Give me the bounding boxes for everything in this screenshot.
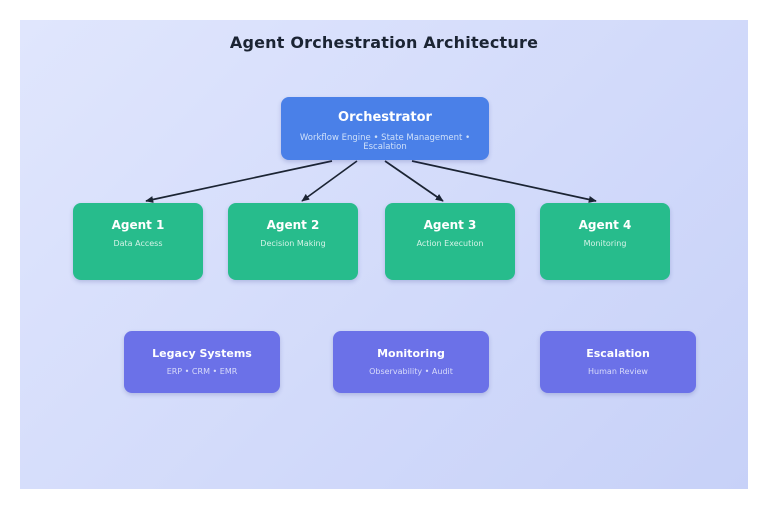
node-monitoring: Monitoring Observability • Audit	[333, 331, 489, 393]
node-legacy-systems: Legacy Systems ERP • CRM • EMR	[124, 331, 280, 393]
node-agent-3-sublabel: Action Execution	[416, 239, 484, 248]
node-agent-2-label: Agent 2	[266, 218, 320, 232]
node-monitoring-sublabel: Observability • Audit	[369, 367, 453, 376]
node-escalation-sublabel: Human Review	[588, 367, 648, 376]
node-escalation-label: Escalation	[586, 347, 650, 360]
node-agent-4-label: Agent 4	[578, 218, 632, 232]
node-agent-4: Agent 4 Monitoring	[540, 203, 670, 280]
node-agent-1-label: Agent 1	[111, 218, 165, 232]
node-escalation: Escalation Human Review	[540, 331, 696, 393]
node-orchestrator: Orchestrator Workflow Engine • State Man…	[281, 97, 489, 160]
diagram-title: Agent Orchestration Architecture	[229, 33, 539, 52]
node-agent-4-sublabel: Monitoring	[583, 239, 627, 248]
node-agent-1-sublabel: Data Access	[113, 239, 163, 248]
node-orchestrator-sublabel: Workflow Engine • State Management • Esc…	[299, 133, 471, 152]
node-monitoring-label: Monitoring	[377, 347, 445, 360]
node-orchestrator-label: Orchestrator	[338, 110, 432, 125]
node-agent-1: Agent 1 Data Access	[73, 203, 203, 280]
node-agent-2-sublabel: Decision Making	[260, 239, 326, 248]
node-legacy-systems-sublabel: ERP • CRM • EMR	[166, 367, 238, 376]
node-agent-3: Agent 3 Action Execution	[385, 203, 515, 280]
node-agent-2: Agent 2 Decision Making	[228, 203, 358, 280]
node-legacy-systems-label: Legacy Systems	[152, 347, 252, 360]
node-agent-3-label: Agent 3	[423, 218, 477, 232]
